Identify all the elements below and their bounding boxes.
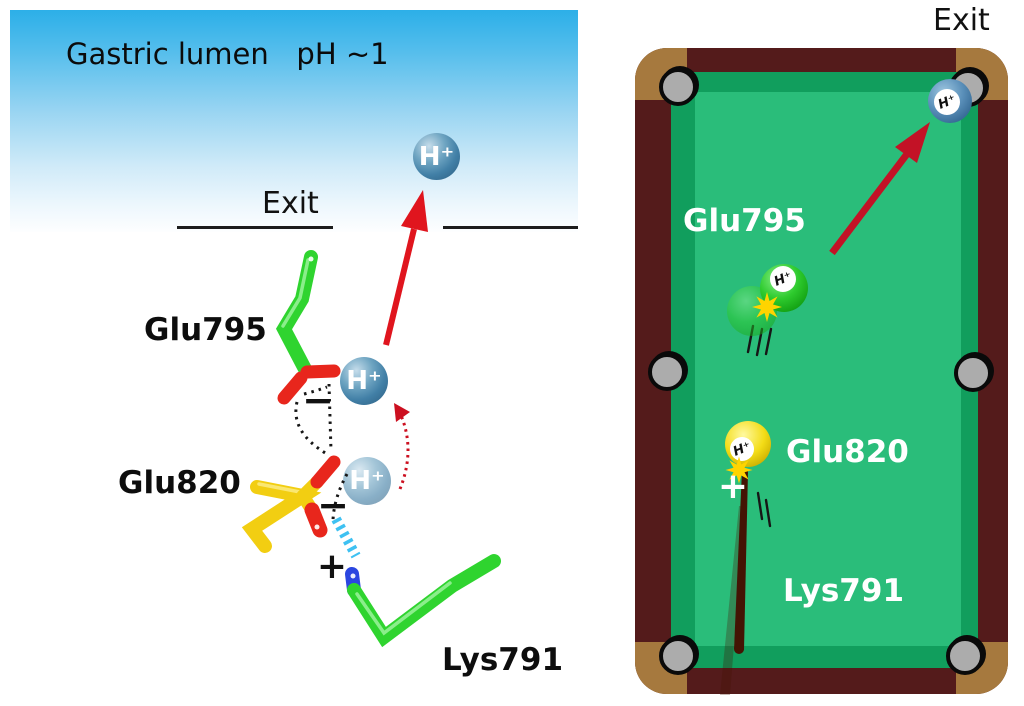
proton-ball-glu795: H⁺ (340, 357, 388, 405)
gastric-lumen-label: Gastric lumen pH ~1 (66, 37, 389, 71)
exit-label-left-panel: Exit (262, 186, 319, 221)
pocket-bottom-left (659, 637, 697, 675)
pocket-mid-right (954, 354, 992, 392)
proton-label: H⁺ (346, 366, 382, 396)
proton-ball-glu820-faded: H⁺ (343, 457, 391, 505)
pocket-mid-left (648, 353, 686, 391)
spark-green-ball (752, 292, 782, 322)
spark-yellow-ball (725, 456, 753, 484)
glu795-label-left: Glu795 (144, 312, 267, 348)
cue-stick (734, 470, 748, 654)
glu820-residue-sticks (241, 455, 341, 553)
salt-bridge-dashes (331, 516, 361, 559)
plus-charge-cue: + (717, 466, 749, 507)
glu795-residue-sticks (275, 250, 341, 405)
minus-charge-glu820: − (317, 483, 349, 527)
proton-exit-arrow-left (383, 190, 428, 346)
proton-transfer-dotted-arrow (394, 403, 410, 490)
lys791-residue-sticks (345, 554, 501, 648)
pocket-bottom-right (946, 637, 984, 675)
glu820-label-left: Glu820 (118, 465, 241, 501)
minus-charge-glu795: − (302, 378, 334, 422)
lys791-label-left: Lys791 (442, 642, 564, 678)
exit-label-right-panel: Exit (933, 3, 990, 38)
gastric-lumen-gradient (10, 10, 578, 232)
ball-to-pocket-arrow (829, 122, 930, 256)
exit-channel-line-left (177, 226, 333, 229)
proton-ball-exiting: H⁺ (413, 133, 460, 180)
glu795-label-table: Glu795 (683, 203, 806, 239)
pool-table (635, 48, 1008, 694)
proton-label: H⁺ (349, 466, 385, 496)
exit-channel-line-right (443, 226, 578, 229)
plus-charge-lys791: + (316, 546, 348, 587)
ball-glu820-yellow: H⁺ (725, 421, 771, 467)
lys791-label-table: Lys791 (783, 573, 905, 609)
electrostatic-dotted-lines (294, 383, 349, 521)
ball-proton-in-pocket: H⁺ (928, 79, 972, 123)
proton-label: H⁺ (418, 141, 455, 172)
glu820-label-table: Glu820 (786, 434, 909, 470)
pocket-top-left (659, 68, 697, 106)
